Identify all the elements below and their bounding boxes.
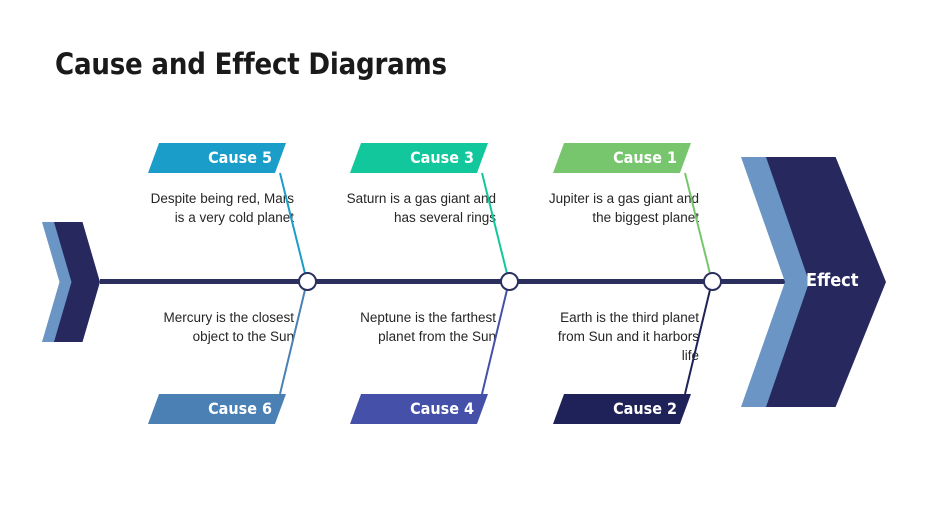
spine-joint-3 <box>702 272 722 291</box>
spine-line <box>100 279 790 284</box>
banner-cause-3[interactable]: Cause 3 <box>350 143 488 173</box>
cause-6-description: Mercury is the closest object to the Sun <box>163 310 294 344</box>
effect-label: Effect <box>806 270 859 291</box>
cause-3-description: Saturn is a gas giant and has several ri… <box>346 191 496 225</box>
cause-4-description: Neptune is the farthest planet from the … <box>360 310 496 344</box>
cause-1-description: Jupiter is a gas giant and the biggest p… <box>548 191 699 225</box>
cause-3-label: Cause 3 <box>410 148 474 167</box>
banner-cause-4[interactable]: Cause 4 <box>350 394 488 424</box>
cause-1-label: Cause 1 <box>613 148 677 167</box>
cause-5-label: Cause 5 <box>208 148 272 167</box>
page-title: Cause and Effect Diagrams <box>55 47 447 81</box>
banner-cause-1[interactable]: Cause 1 <box>553 143 691 173</box>
cause-4-label: Cause 4 <box>410 399 474 418</box>
cause-5-description: Despite being red, Mars is a very cold p… <box>150 191 294 225</box>
cause-2-description: Earth is the third planet from Sun and i… <box>557 310 699 363</box>
cause-6-label: Cause 6 <box>208 399 272 418</box>
banner-cause-2[interactable]: Cause 2 <box>553 394 691 424</box>
banner-cause-6[interactable]: Cause 6 <box>148 394 286 424</box>
spine-joint-2 <box>499 272 519 291</box>
cause-2-label: Cause 2 <box>613 399 677 418</box>
banner-cause-5[interactable]: Cause 5 <box>148 143 286 173</box>
spine-joint-1 <box>297 272 317 291</box>
